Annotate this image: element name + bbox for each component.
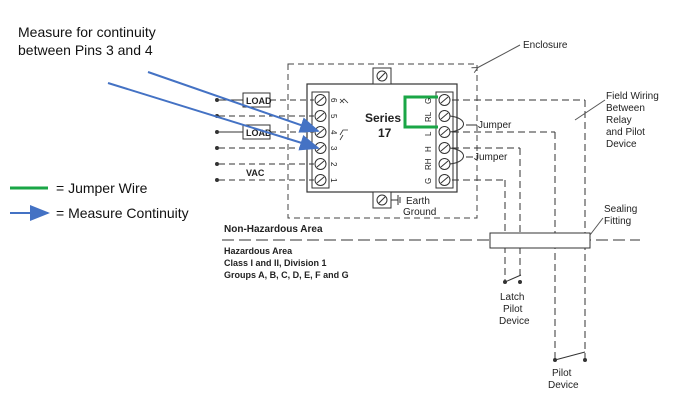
ground-label: Ground (403, 207, 436, 218)
field-wiring-line-5: Device (606, 139, 637, 150)
latch-label-2: Pilot (503, 304, 523, 315)
right-pin-label-l: L (424, 131, 433, 136)
field-wiring-line-3: Relay (606, 115, 632, 126)
hazardous-class: Class I and II, Division 1 (224, 258, 327, 268)
enclosure-label: Enclosure (523, 40, 568, 51)
load-box-bottom (242, 124, 271, 140)
earth-label: Earth (406, 196, 430, 207)
non-hazardous-label: Non-Hazardous Area (224, 224, 323, 235)
left-wiring (215, 98, 314, 182)
contact-symbol-top (339, 98, 349, 104)
pilot-label-1: Pilot (552, 368, 572, 379)
pilot-label-2: Device (548, 380, 579, 391)
green-jumper-wire (403, 95, 438, 129)
jumper-label-top: Jumper (478, 120, 512, 131)
field-wiring-pointer (574, 99, 606, 121)
enclosure-pointer (477, 44, 521, 68)
legend-measure-label: = Measure Continuity (56, 205, 189, 221)
jumper-loop-top (449, 115, 464, 133)
right-pin-label-h: H (424, 146, 433, 152)
jumper-label-bottom: Jumper (474, 152, 508, 163)
series-number: 17 (378, 126, 392, 140)
left-pin-label-1: 1 (329, 178, 338, 183)
latch-switch-icon (504, 274, 522, 283)
right-pin-label-g-top: G (424, 98, 433, 104)
right-pin-label-rl: RL (424, 111, 433, 122)
series-label: Series (365, 111, 401, 125)
right-terminals (438, 94, 451, 186)
field-wiring-line-4: and Pilot (606, 127, 645, 138)
left-pin-label-5: 5 (329, 114, 338, 119)
load-box-top (242, 92, 271, 108)
right-pin-label-rh: RH (424, 158, 433, 170)
left-pin-label-3: 3 (329, 146, 338, 151)
left-terminal-strip (311, 91, 330, 189)
load-label-top: LOAD (246, 96, 272, 106)
jumper-loop-bottom (449, 147, 464, 165)
contact-symbol-middle (339, 129, 348, 141)
right-pin-label-g-bottom: G (424, 178, 433, 184)
earth-ground-screw-icon (376, 194, 388, 206)
left-pin-label-4: 4 (329, 130, 338, 135)
relay-body (306, 83, 458, 193)
measure-arrow-pin-3 (107, 82, 320, 151)
measure-arrow-pin-4 (147, 71, 320, 133)
load-label-bottom: LOAD (246, 128, 272, 138)
sealing-pointer (589, 217, 604, 236)
sealing-fitting (489, 232, 591, 249)
field-wiring-line-1: Field Wiring (606, 91, 659, 102)
field-wiring-line-2: Between (606, 103, 645, 114)
left-pin-label-6: 6 (329, 98, 338, 103)
enclosure-box (287, 63, 478, 219)
latch-label-3: Device (499, 316, 530, 327)
right-terminal-strip (435, 91, 454, 189)
sealing-label-2: Fitting (604, 216, 631, 227)
latch-label-1: Latch (500, 292, 524, 303)
pilot-switch-icon (554, 351, 586, 361)
hazardous-title: Hazardous Area (224, 246, 293, 256)
hazardous-groups: Groups A, B, C, D, E, F and G (224, 270, 349, 280)
annotation-line-2: between Pins 3 and 4 (18, 42, 153, 58)
annotation-line-1: Measure for continuity (18, 24, 156, 40)
sealing-label-1: Sealing (604, 204, 637, 215)
legend-jumper-label: = Jumper Wire (56, 180, 148, 196)
vac-label: VAC (246, 168, 265, 178)
left-pin-label-2: 2 (329, 162, 338, 167)
mount-screw-top-icon (376, 70, 388, 82)
